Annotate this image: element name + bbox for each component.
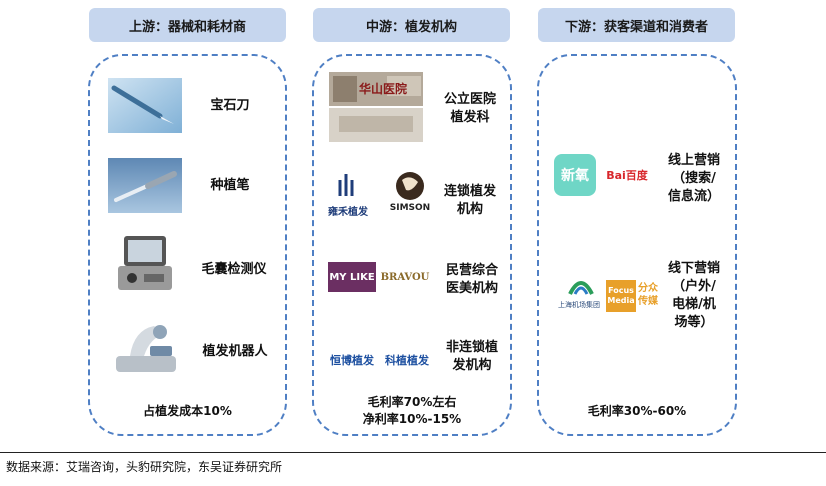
sapphire-blade-image (108, 78, 182, 133)
hair-robot-image (110, 316, 182, 378)
xinyang-logo: 新氧 (554, 154, 596, 196)
chain-clinic-logos: 雍禾植发 SIMSON (326, 170, 430, 228)
downstream-footer: 毛利率30%-60% (587, 404, 687, 418)
midstream-item-label: 公立医院植发科 (443, 92, 496, 125)
private-clinic-logos: MY LIKE BRAVOU (328, 262, 430, 292)
midstream-item-label: 非连锁植发机构 (445, 340, 498, 373)
chain-logo-text-2: SIMSON (389, 203, 430, 213)
midstream-footer-line2: 净利率10%-15% (362, 412, 462, 426)
upstream-footer: 占植发成本10% (143, 404, 232, 418)
offline-label-line: 电梯/机 (672, 297, 716, 312)
kezhi-logo: 科植植发 (385, 354, 429, 367)
offline-label-line: 线下营销 (667, 261, 720, 276)
hengbo-logo: 恒博植发 (330, 354, 374, 367)
follicle-detector-image (110, 234, 180, 296)
non-chain-logos: 恒博植发 科植植发 (326, 346, 434, 374)
chain-logo-text-1: 雍禾植发 (328, 207, 368, 218)
midstream-item-label: 连锁植发机构 (443, 184, 496, 217)
column-header-upstream: 上游：器械和耗材商 (89, 8, 286, 42)
public-hospital-image: 华山医院 (329, 72, 423, 142)
source-note: 数据来源：艾瑞咨询，头豹研究院，东吴证券研究所 (6, 460, 283, 474)
offline-label-line: 场等） (674, 315, 714, 330)
column-box-midstream (312, 54, 512, 436)
bravou-logo: BRAVOU (380, 271, 430, 283)
column-header-midstream: 中游：植发机构 (313, 8, 510, 42)
midstream-item-label: 民营综合医美机构 (445, 263, 498, 296)
column-box-upstream (88, 54, 287, 436)
offline-marketing-logos: 上海机场集团 Focus Media 分众传媒 (554, 276, 662, 316)
fenzhong-logo: 分众传媒 (638, 283, 658, 307)
online-label-line: 线上营销 (667, 153, 720, 168)
midstream-footer-line1: 毛利率70%左右 (367, 395, 457, 409)
source-divider (0, 452, 826, 453)
offline-label-line: （户外/ (672, 279, 716, 294)
upstream-item-label: 宝石刀 (210, 98, 250, 113)
upstream-item-label: 植发机器人 (202, 344, 268, 359)
online-label-line: （搜索/ (672, 171, 716, 186)
hospital-sign-text: 华山医院 (359, 82, 408, 96)
downstream-item-label: 线上营销 （搜索/ 信息流） (662, 152, 726, 206)
column-box-downstream (537, 54, 737, 436)
downstream-item-label: 线下营销 （户外/ 电梯/机 场等） (662, 260, 726, 332)
shanghai-airport-logo: 上海机场集团 (558, 301, 600, 309)
focus-media-logo: Focus Media (606, 280, 636, 312)
baidu-logo: Bai百度 (606, 169, 648, 182)
online-label-line: 信息流） (667, 189, 720, 204)
online-marketing-logos: 新氧 Bai百度 (554, 154, 654, 196)
column-header-downstream: 下游：获客渠道和消费者 (538, 8, 735, 42)
upstream-item-label: 毛囊检测仪 (201, 262, 267, 277)
implant-pen-image (108, 158, 182, 213)
upstream-item-label: 种植笔 (210, 178, 250, 193)
mylike-logo: MY LIKE (328, 262, 376, 292)
